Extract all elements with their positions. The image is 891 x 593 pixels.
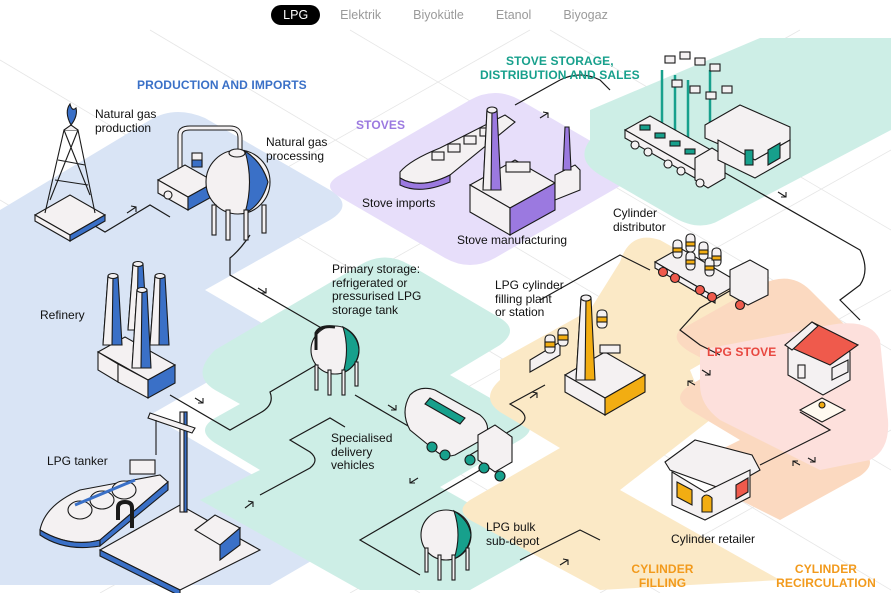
label-stove-imports: Stove imports xyxy=(362,196,436,211)
stove-factory-illustration xyxy=(468,106,581,236)
tab-biyogaz[interactable]: Biyogaz xyxy=(563,8,608,22)
tab-biyokutle[interactable]: Biyokütle xyxy=(413,8,464,22)
tanker-truck-illustration xyxy=(404,387,513,482)
label-line: Cylinder xyxy=(613,206,658,220)
stove-warehouse-illustration xyxy=(623,51,791,189)
lpg-tanker-illustration xyxy=(39,411,262,593)
section-stove-storage: STOVE STORAGE, DISTRIBUTION AND SALES xyxy=(480,54,640,82)
label-line: Natural gas xyxy=(95,107,157,121)
label-line: delivery xyxy=(331,444,373,459)
label-line: storage tank xyxy=(332,302,399,317)
label-line: sub-depot xyxy=(486,533,540,548)
tab-etanol[interactable]: Etanol xyxy=(495,8,532,22)
label-line: Specialised xyxy=(331,431,393,445)
label-line: Refinery xyxy=(40,308,85,322)
cylinder-truck-illustration xyxy=(653,233,769,311)
fuel-tab-bar: LPG Elektrik Biyokütle Etanol Biyogaz xyxy=(0,4,891,26)
label-line: production xyxy=(95,120,152,135)
label-cylinder-distributor: Cylinder distributor xyxy=(613,206,666,234)
label-line: Stove imports xyxy=(362,196,436,210)
label-line: LPG tanker xyxy=(47,454,108,468)
label-line: LPG bulk xyxy=(486,520,536,534)
gas-rig-illustration xyxy=(33,102,107,242)
filling-plant-illustration xyxy=(529,294,647,416)
label-filling-plant: LPG cylinder filling plant or station xyxy=(495,278,564,320)
label-line: Cylinder retailer xyxy=(671,532,756,546)
label-line: refrigerated or xyxy=(332,275,408,290)
label-primary-storage: Primary storage: refrigerated or pressur… xyxy=(332,262,422,317)
section-cylinder-filling-line2: FILLING xyxy=(638,575,687,590)
bulk-subdepot-tank-illustration xyxy=(420,509,472,581)
section-cylinder-filling: CYLINDER FILLING xyxy=(625,562,700,590)
label-stove-manufacturing: Stove manufacturing xyxy=(457,233,568,248)
label-cylinder-retailer: Cylinder retailer xyxy=(671,532,756,547)
label-lpg-tanker: LPG tanker xyxy=(47,454,108,469)
label-bulk-subdepot: LPG bulk sub-depot xyxy=(486,520,540,548)
label-natural-gas-production: Natural gas production xyxy=(95,107,157,135)
retailer-shop-illustration xyxy=(664,439,761,521)
section-lpg-stove: LPG STOVE xyxy=(707,345,777,359)
region-storage-primary xyxy=(200,257,533,590)
label-line: filling plant xyxy=(495,291,552,306)
section-cylinder-recirculation: CYLINDER RECIRCULATION xyxy=(770,562,882,590)
section-cylinder-recirculation-line2: RECIRCULATION xyxy=(776,575,876,590)
section-cylinder-recirculation-line1: CYLINDER xyxy=(794,562,858,576)
processing-plant-illustration xyxy=(156,125,271,241)
house-illustration xyxy=(783,321,860,423)
section-stoves: STOVES xyxy=(356,118,406,132)
tab-elektrik[interactable]: Elektrik xyxy=(340,8,382,22)
label-line: or station xyxy=(495,305,545,319)
label-natural-gas-processing: Natural gas processing xyxy=(266,135,328,163)
label-line: processing xyxy=(266,148,325,163)
section-stove-storage-line2: DISTRIBUTION AND SALES xyxy=(480,67,640,82)
refinery-illustration xyxy=(96,260,177,399)
section-cylinder-filling-line1: CYLINDER xyxy=(631,562,694,576)
label-delivery-vehicles: Specialised delivery vehicles xyxy=(331,431,393,473)
label-line: pressurised LPG xyxy=(332,289,422,303)
tab-lpg[interactable]: LPG xyxy=(271,5,321,25)
section-production-imports: PRODUCTION AND IMPORTS xyxy=(137,78,307,92)
label-line: distributor xyxy=(613,219,666,234)
label-line: vehicles xyxy=(331,458,375,472)
primary-storage-tank-illustration xyxy=(310,325,360,396)
flow-arrows xyxy=(126,111,816,566)
label-line: Primary storage: xyxy=(332,262,421,276)
section-stove-storage-line1: STOVE STORAGE, xyxy=(506,54,614,68)
label-refinery: Refinery xyxy=(40,308,85,323)
label-line: Natural gas xyxy=(266,135,328,149)
label-line: LPG cylinder xyxy=(495,278,564,292)
label-line: Stove manufacturing xyxy=(457,233,568,247)
